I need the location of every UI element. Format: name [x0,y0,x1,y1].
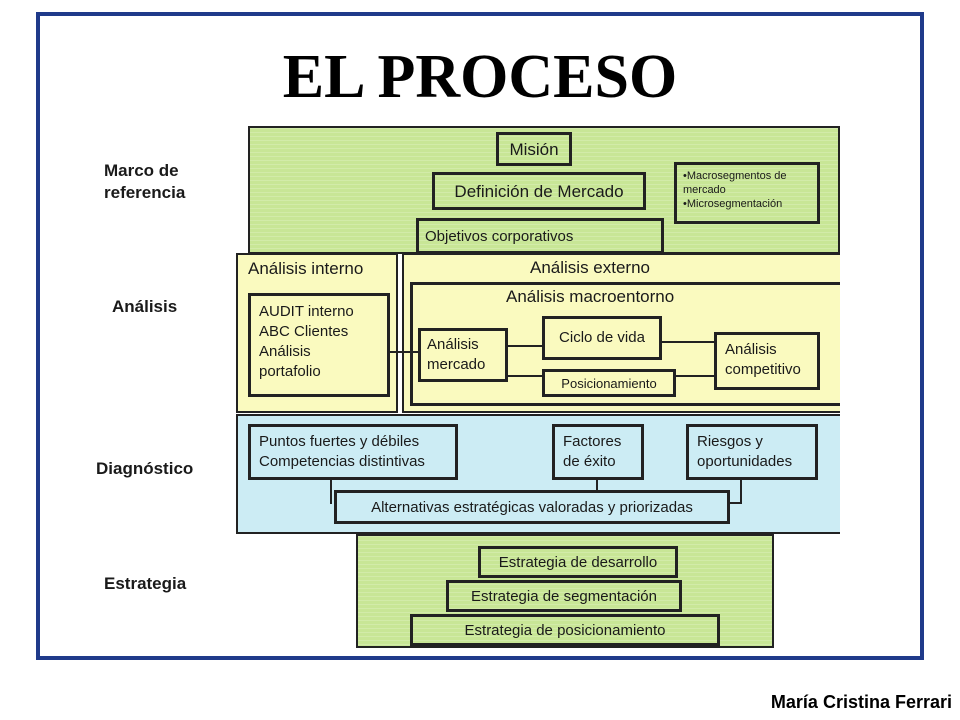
analisis-interno-title: Análisis interno [248,259,364,278]
interno-item-analisis: Análisis [259,343,311,360]
segmentos-line1: •Macrosegmentos de [683,170,787,182]
connector-posicionamiento-competitivo [676,375,714,377]
segmentos-line2: mercado [683,184,726,196]
analisis-mercado-box: Análisis mercado [418,328,508,382]
row-label-analisis: Análisis [112,297,178,316]
row-label-marco: Marco de referencia [104,160,185,204]
connector-factores-alternativas [596,480,598,490]
analisis-competitivo-box: Análisis competitivo [714,332,820,390]
factores-exito-box: Factores de éxito [552,424,644,480]
mision-box: Misión [496,132,572,166]
ciclo-de-vida-box: Ciclo de vida [542,316,662,360]
row-label-marco-line1: Marco de [104,161,179,180]
author-credit: María Cristina Ferrari [770,692,952,712]
row-label-marco-line2: referencia [104,183,186,202]
objetivos-corporativos-box: Objetivos corporativos [416,218,664,254]
analisis-mercado-line1: Análisis [427,336,479,353]
connector-mercado-ciclo [508,345,542,347]
factores-exito-line1: Factores [563,433,622,450]
segmentos-box: •Macrosegmentos de mercado •Microsegment… [674,162,820,224]
estrategia-desarrollo-box: Estrategia de desarrollo [478,546,678,578]
slide-title: EL PROCESO [282,43,678,111]
analisis-competitivo-line1: Análisis [725,341,777,358]
estrategia-band [356,534,774,648]
definicion-mercado-box: Definición de Mercado [432,172,646,210]
riesgos-line1: Riesgos y [697,433,763,450]
puntos-fuertes-line2: Competencias distintivas [259,453,425,470]
row-label-estrategia: Estrategia [104,574,187,593]
interno-item-audit: AUDIT interno [259,303,354,320]
estrategia-segmentacion-box: Estrategia de segmentación [446,580,682,612]
connector-riesgos-alternativas [740,480,742,504]
macroentorno-panel [410,282,840,406]
posicionamiento-analisis-box: Posicionamiento [542,369,676,397]
interno-item-portafolio: portafolio [259,363,321,380]
connector-puntos-alternativas [330,480,332,504]
connector-ciclo-competitivo [662,341,714,343]
row-label-diagnostico: Diagnóstico [96,459,194,478]
interno-item-abc: ABC Clientes [259,323,349,340]
macroentorno-title: Análisis macroentorno [506,287,675,306]
puntos-fuertes-box: Puntos fuertes y débiles Competencias di… [248,424,458,480]
analisis-competitivo-line2: competitivo [725,361,801,378]
connector-mercado-posicionamiento [508,375,542,377]
connector-riesgos-alternativas-h [730,502,742,504]
analisis-externo-title: Análisis externo [530,258,651,277]
analisis-interno-list: AUDIT interno ABC Clientes Análisis port… [248,293,390,397]
analisis-interno-panel [236,253,398,413]
connector-interno-mercado [390,351,418,353]
analisis-mercado-line2: mercado [427,356,486,373]
alternativas-box: Alternativas estratégicas valoradas y pr… [334,490,730,524]
estrategia-posicionamiento-box: Estrategia de posicionamiento [410,614,720,646]
puntos-fuertes-line1: Puntos fuertes y débiles [259,433,420,450]
riesgos-line2: oportunidades [697,453,793,470]
riesgos-oportunidades-box: Riesgos y oportunidades [686,424,818,480]
segmentos-line3: •Microsegmentación [683,198,783,210]
factores-exito-line2: de éxito [563,453,616,470]
